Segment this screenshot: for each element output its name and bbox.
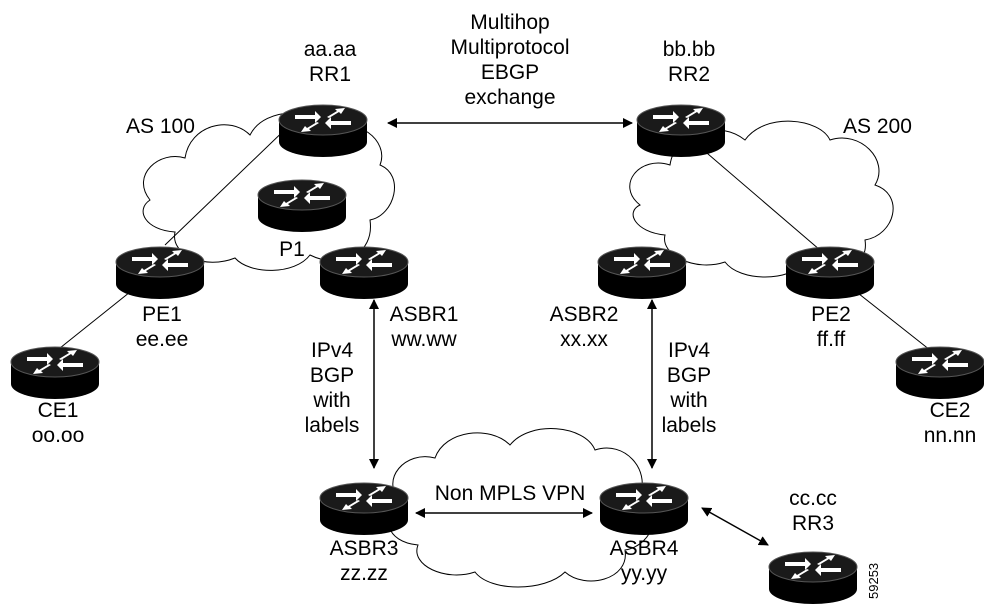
ce2-name: CE2 (929, 399, 971, 422)
ipv4-left-annotation: IPv4 BGP with labels (305, 338, 360, 438)
ce1-label: CE1 oo.oo (32, 398, 85, 448)
ce2-address: nn.nn (923, 424, 977, 447)
link-pe1-rr1 (164, 119, 296, 246)
multihop-line-3: EBGP (480, 61, 540, 84)
ipv4-right-line-1: IPv4 (667, 339, 711, 362)
ipv4-left-line-3: with (313, 389, 351, 412)
arrow-asbr4-rr3 (701, 507, 769, 546)
rr2-label: bb.bb RR2 (663, 37, 716, 87)
ipv4-right-line-4: labels (661, 414, 717, 437)
asbr2-label: ASBR2 xx.xx (550, 302, 619, 352)
asbr3-name: ASBR3 (329, 537, 399, 560)
ipv4-right-line-2: BGP (666, 364, 712, 387)
p1-name: P1 (279, 238, 305, 261)
multihop-line-4: exchange (464, 86, 556, 109)
router-rr2-icon (636, 104, 726, 157)
multihop-line-1: Multihop (470, 11, 550, 34)
asbr4-label: ASBR4 yy.yy (610, 536, 679, 586)
router-pe2-icon (785, 246, 875, 299)
pe1-address: ee.ee (135, 328, 189, 351)
asbr4-address: yy.yy (620, 562, 668, 585)
ipv4-left-line-4: labels (304, 414, 360, 437)
multihop-annotation: Multihop Multiprotocol EBGP exchange (450, 10, 569, 110)
router-asbr3-icon (319, 482, 409, 535)
as200-label: AS 200 (843, 115, 912, 138)
ipv4-right-annotation: IPv4 BGP with labels (662, 338, 717, 438)
rr1-name: RR1 (308, 63, 351, 86)
as100-label: AS 100 (126, 115, 195, 138)
rr3-label: cc.cc RR3 (789, 486, 837, 536)
router-ce1-icon (10, 346, 100, 399)
rr3-name: RR3 (791, 512, 834, 535)
asbr2-name: ASBR2 (549, 303, 619, 326)
pe2-label: PE2 ff.ff (811, 302, 851, 352)
pe1-label: PE1 ee.ee (136, 302, 189, 352)
ipv4-left-line-1: IPv4 (310, 339, 354, 362)
figure-id: 59253 (866, 562, 881, 599)
router-rr3-icon (768, 551, 858, 604)
router-pe1-icon (115, 246, 205, 299)
multihop-line-2: Multiprotocol (450, 36, 570, 59)
rr2-name: RR2 (667, 63, 710, 86)
router-asbr4-icon (599, 482, 689, 535)
asbr1-label: ASBR1 ww.ww (390, 302, 459, 352)
ipv4-right-line-3: with (670, 389, 708, 412)
asbr3-label: ASBR3 zz.zz (330, 536, 399, 586)
rr2-address: bb.bb (662, 38, 716, 61)
asbr4-name: ASBR4 (609, 537, 679, 560)
asbr3-address: zz.zz (340, 562, 388, 585)
pe2-name: PE2 (811, 303, 851, 326)
router-asbr2-icon (597, 246, 687, 299)
rr1-label: aa.aa RR1 (304, 37, 357, 87)
asbr1-address: ww.ww (391, 328, 457, 351)
router-p1-icon (257, 179, 347, 232)
ce1-name: CE1 (37, 399, 79, 422)
pe1-name: PE1 (142, 303, 182, 326)
p1-label: P1 (279, 237, 305, 262)
router-ce2-icon (895, 346, 984, 399)
router-asbr1-icon (319, 246, 409, 299)
pe2-address: ff.ff (816, 328, 846, 351)
asbr1-name: ASBR1 (389, 303, 459, 326)
rr1-address: aa.aa (303, 38, 357, 61)
router-rr1-icon (278, 104, 368, 157)
ce1-address: oo.oo (31, 424, 85, 447)
ipv4-left-line-2: BGP (309, 364, 355, 387)
asbr2-address: xx.xx (560, 328, 608, 351)
ce2-label: CE2 nn.nn (924, 398, 977, 448)
rr3-address: cc.cc (789, 487, 837, 510)
non-mpls-vpn-label: Non MPLS VPN (434, 482, 586, 505)
